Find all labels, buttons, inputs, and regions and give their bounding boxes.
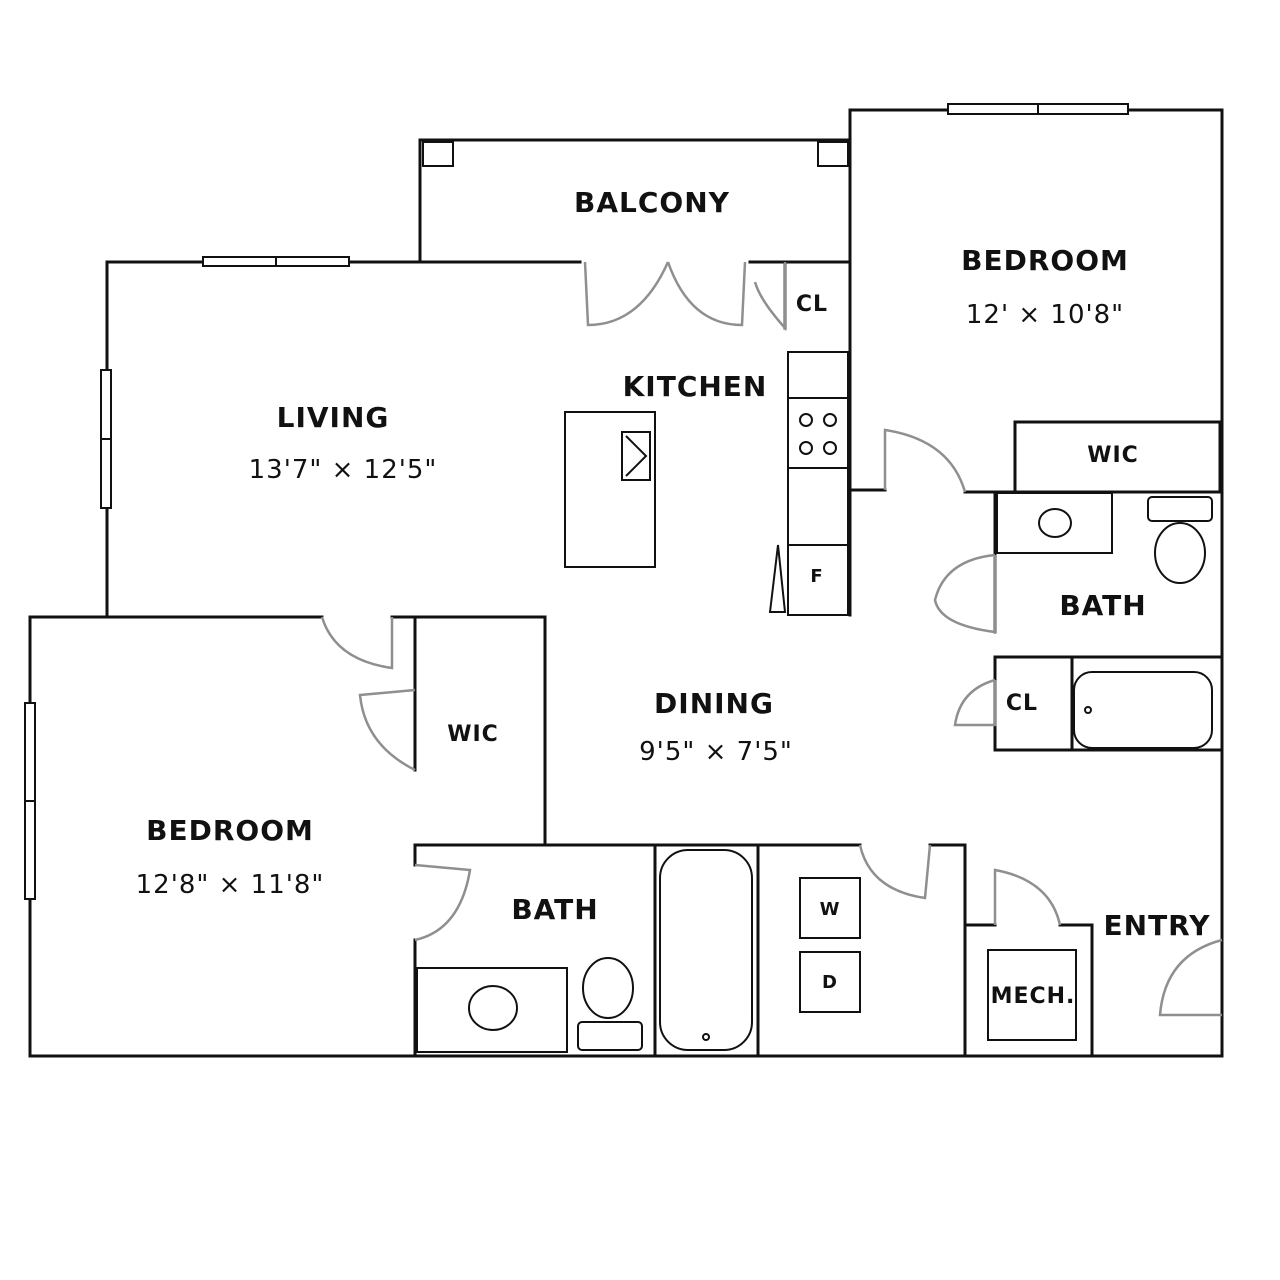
windows [24, 103, 1129, 900]
laundry-fixtures [799, 877, 1077, 1041]
toilet-icon [582, 957, 634, 1019]
washer-icon [799, 877, 861, 939]
mech-unit [987, 949, 1077, 1041]
room-labels: BALCONY BEDROOM 12' × 10'8" CL KITCHEN L… [136, 186, 1211, 1009]
vanity [416, 967, 568, 1053]
closet-a-label: CL [796, 292, 828, 317]
dining-label: DINING [654, 687, 774, 720]
dryer-icon [799, 951, 861, 1013]
bath-a-fixtures [996, 492, 1213, 749]
bedroom-a-label: BEDROOM [961, 244, 1129, 277]
wic-b-label: WIC [447, 722, 499, 747]
kitchen-fixtures [564, 351, 849, 616]
bath-b-fixtures [416, 849, 753, 1053]
bedroom-b-size: 12'8" × 11'8" [136, 870, 325, 900]
bath-a-label: BATH [1059, 589, 1146, 622]
vanity [996, 492, 1113, 554]
bedroom-b-label: BEDROOM [146, 814, 314, 847]
door-swings [320, 261, 1223, 1017]
stove-icon [799, 413, 837, 455]
sink-icon [468, 985, 518, 1031]
bathtub-icon [659, 849, 753, 1051]
washer-label: W [820, 899, 841, 920]
bathtub-icon [1073, 671, 1213, 749]
bedroom-a-size: 12' × 10'8" [966, 300, 1124, 330]
living-label: LIVING [277, 401, 390, 434]
toilet-icon [1154, 522, 1206, 584]
dryer-label: D [822, 972, 838, 993]
balcony-label: BALCONY [574, 186, 730, 219]
kitchen-counter [787, 351, 849, 616]
dining-size: 9'5" × 7'5" [639, 737, 793, 767]
kitchen-label: KITCHEN [623, 370, 768, 403]
mech-label: MECH. [991, 984, 1076, 1009]
bath-b-label: BATH [511, 893, 598, 926]
toilet-tank [577, 1021, 643, 1051]
balcony-posts [422, 141, 849, 167]
fridge-label: F [810, 566, 823, 587]
entry-label: ENTRY [1104, 909, 1211, 942]
wic-a-label: WIC [1087, 443, 1139, 468]
toilet-tank [1147, 496, 1213, 522]
closet-b-label: CL [1006, 691, 1038, 716]
sink-icon [1038, 508, 1072, 538]
living-size: 13'7" × 12'5" [249, 455, 438, 485]
